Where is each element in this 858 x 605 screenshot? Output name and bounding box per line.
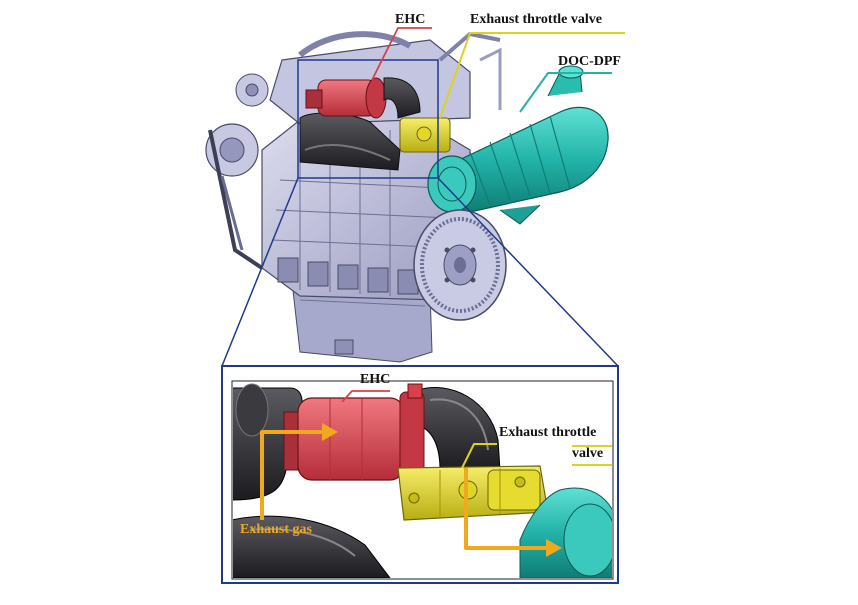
ehc-detail-component [283,383,425,489]
docdpf-component [427,65,609,225]
flywheel [413,209,507,321]
ehc-component [305,77,387,119]
throttle-valve-detail-component [397,465,549,521]
ehc-detail-label: EHC [360,372,391,387]
exhaust-gas-label: Exhaust gas [240,522,312,537]
engine-block [205,31,609,363]
detail-view [233,383,612,578]
throttle-valve-detail-label-line1: Exhaust throttle [499,425,597,440]
engine-highlight-box [297,59,439,179]
ehc-label: EHC [395,12,426,27]
zoom-line-left [221,177,299,367]
throttle-valve-label: Exhaust throttle valve [470,12,602,27]
throttle-valve-detail-label-line2: valve [572,446,604,461]
arrow-right-icon [322,423,338,441]
exhaust-gas-arrow [260,430,548,550]
arrow-right-icon [546,539,562,557]
docdpf-label: DOC-DPF [558,54,621,69]
zoom-line-right [437,177,619,367]
throttle-valve-component [399,117,451,153]
